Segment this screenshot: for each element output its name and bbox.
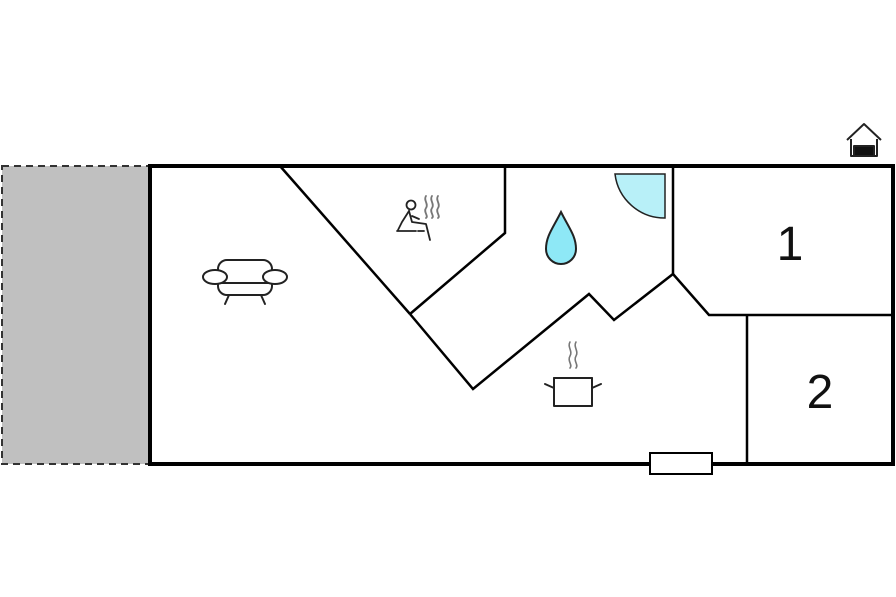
cooking-pot-icon <box>544 341 602 407</box>
outer-wall <box>148 164 895 466</box>
sofa-icon <box>202 259 288 305</box>
water-drop-icon <box>544 209 578 265</box>
shower-corner-icon <box>614 173 666 219</box>
wall-living-sauna <box>279 165 411 315</box>
house-entrance-icon <box>846 123 882 157</box>
bedroom-2-label: 2 <box>807 366 834 419</box>
steam-icon <box>568 341 578 369</box>
steam-icon <box>424 195 440 219</box>
terrace-area <box>1 165 151 465</box>
entrance-door <box>649 452 713 475</box>
wall-sauna-bath <box>409 166 507 315</box>
interior-walls <box>279 165 893 464</box>
sauna-icon <box>396 195 440 241</box>
wall-kitchen-upper <box>409 272 893 391</box>
bedroom-1-label: 1 <box>777 218 804 271</box>
